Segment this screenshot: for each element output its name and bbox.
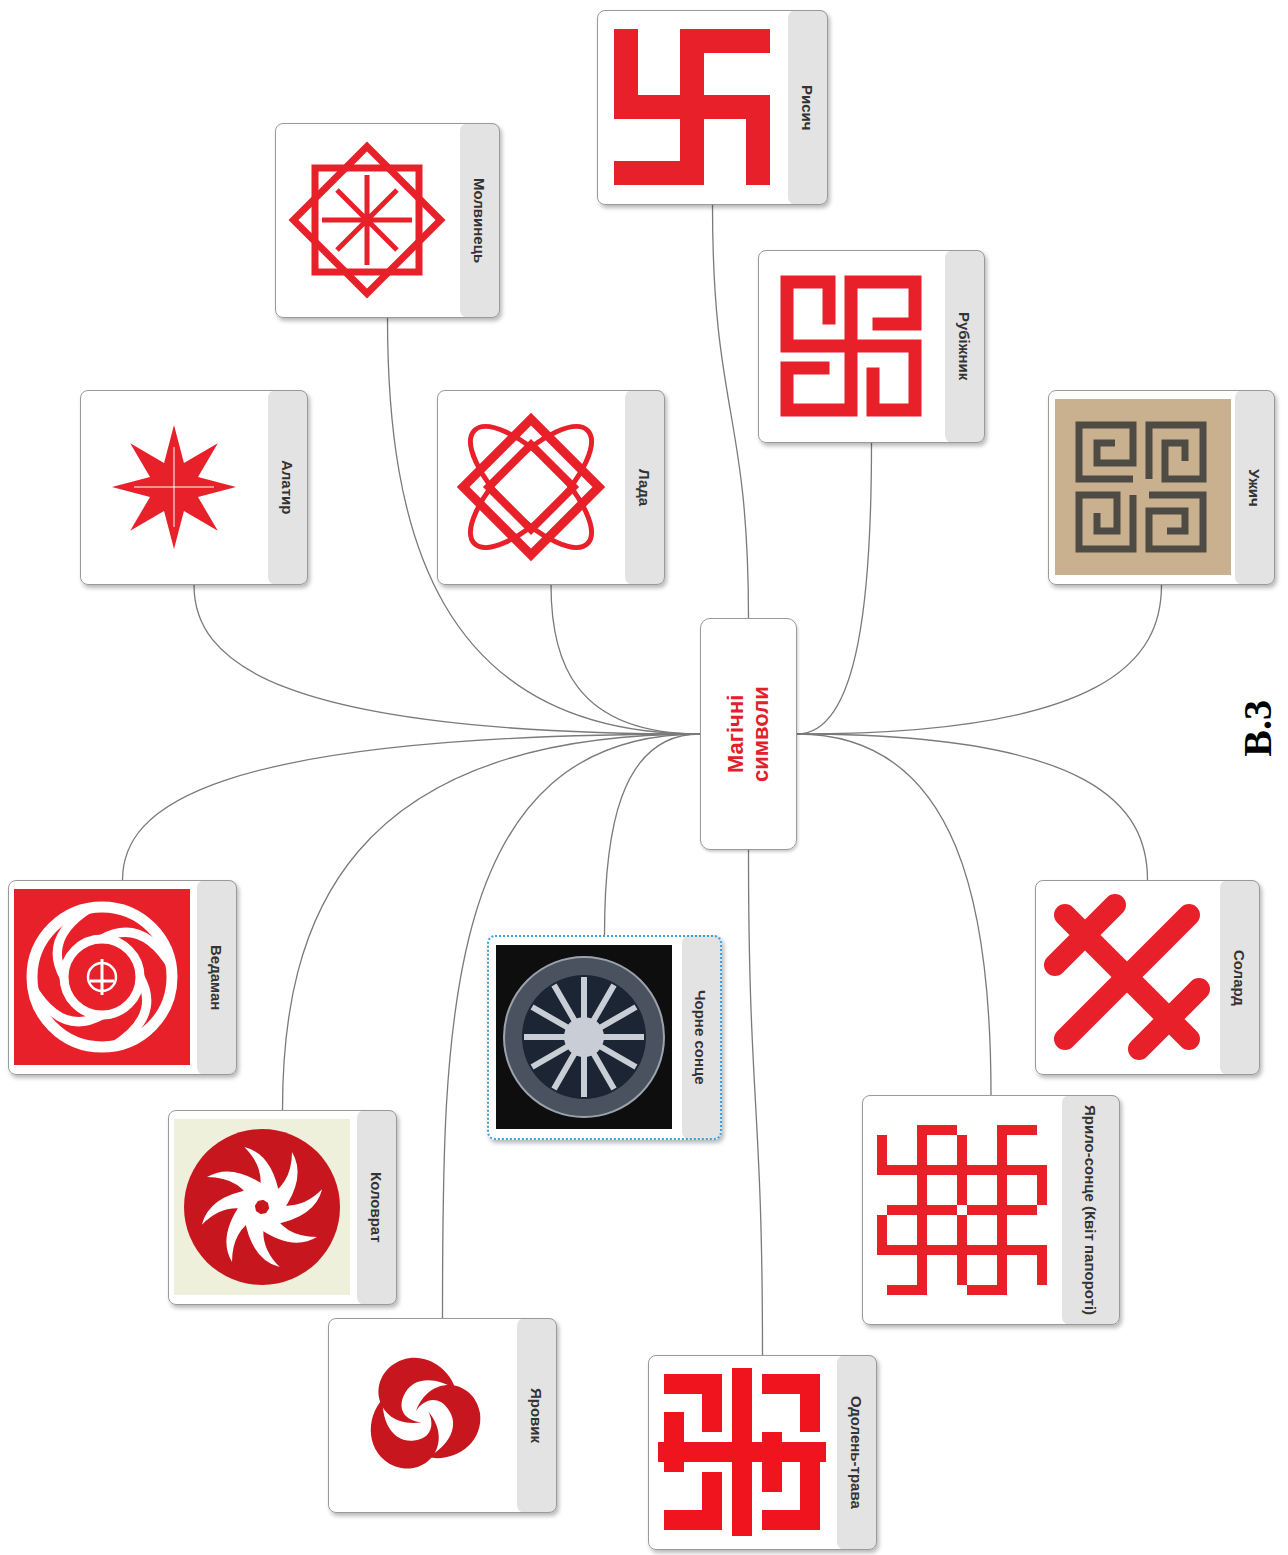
- card-label-strip: Молвинець: [459, 124, 499, 317]
- symbol-name: Ярило-сонце (Квіт папороті): [1081, 1105, 1099, 1315]
- symbol-name: Алатир: [278, 460, 296, 514]
- central-topic-text: Магічні символи: [723, 669, 774, 799]
- card-label-strip: Солард: [1219, 881, 1259, 1074]
- card-grounds: [8, 10, 1275, 1550]
- card-label-strip: Рубіжник: [944, 251, 984, 442]
- symbol-name: Молвинець: [470, 178, 488, 263]
- symbol-name: Солард: [1230, 950, 1248, 1006]
- symbol-card: Солард: [1035, 880, 1260, 1075]
- symbol-card: Ужич: [1048, 390, 1275, 585]
- card-label-strip: Ярило-сонце (Квіт папороті): [1061, 1096, 1119, 1324]
- symbol-name: Коловрат: [367, 1172, 385, 1243]
- central-topic-box: Магічні символи: [700, 618, 797, 850]
- symbol-card: Лада: [437, 390, 665, 585]
- card-label-strip: Ведаман: [196, 881, 236, 1074]
- rysych-symbol: [626, 41, 758, 173]
- symbol-name: Одолень-трава: [847, 1396, 865, 1509]
- card-label-strip: Коловрат: [356, 1111, 396, 1304]
- alatyr-symbol: [112, 425, 236, 549]
- branch-connector: [194, 585, 700, 734]
- symbol-card: Молвинець: [275, 123, 500, 318]
- yarovyk-symbol: [355, 1343, 480, 1481]
- symbol-card: Коловрат: [168, 1110, 397, 1305]
- symbol-name: Рубіжник: [955, 312, 973, 380]
- yarylo-sonce-symbol: [882, 1130, 1042, 1290]
- card-label-strip: Яровик: [516, 1319, 556, 1512]
- symbol-card: Чорне сонце: [487, 935, 722, 1140]
- branch-connector: [797, 443, 872, 734]
- branch-connector: [551, 585, 700, 734]
- branch-connector: [388, 318, 701, 734]
- solard-symbol: [1055, 905, 1199, 1049]
- vedaman-symbol: [14, 889, 190, 1065]
- symbol-card: Ведаман: [8, 880, 237, 1075]
- molvynets-symbol: [293, 146, 440, 293]
- symbol-card: Рубіжник: [758, 250, 985, 443]
- card-label-strip: Лада: [624, 391, 664, 584]
- black-sun-symbol: [496, 945, 672, 1129]
- symbol-name: Лада: [635, 469, 653, 506]
- card-label-strip: Алатир: [267, 391, 307, 584]
- branch-connector: [605, 734, 701, 935]
- card-label-strip: Одолень-трава: [836, 1356, 876, 1549]
- symbol-name: Ужич: [1245, 469, 1263, 507]
- branch-connector: [123, 734, 701, 880]
- card-label-strip: Ужич: [1234, 391, 1274, 584]
- symbol-card: Яровик: [328, 1318, 557, 1513]
- symbol-card: Одолень-трава: [648, 1355, 877, 1550]
- uzhych-symbol: [1055, 399, 1231, 575]
- branch-connector: [797, 585, 1162, 734]
- odolen-trava-symbol: [668, 1378, 816, 1526]
- kolovrat-symbol: [174, 1119, 350, 1295]
- symbol-name: Яровик: [527, 1388, 545, 1443]
- symbol-name: Чорне сонце: [691, 990, 709, 1085]
- lada-symbol: [453, 409, 609, 565]
- branch-connector: [713, 205, 749, 618]
- branch-connector: [797, 734, 991, 1095]
- branch-connector: [749, 850, 763, 1355]
- figure-number: В.3: [1234, 700, 1281, 757]
- card-label-strip: Чорне сонце: [680, 937, 720, 1138]
- branch-connector: [443, 734, 701, 1318]
- symbol-card: Рисич: [597, 10, 828, 205]
- card-label-strip: Рисич: [787, 11, 827, 204]
- symbol-card: Алатир: [80, 390, 308, 585]
- symbol-card: Ярило-сонце (Квіт папороті): [862, 1095, 1120, 1325]
- symbol-name: Ведаман: [207, 945, 225, 1010]
- branch-connector: [797, 734, 1148, 880]
- rubizhnyk-symbol: [787, 282, 915, 410]
- symbol-name: Рисич: [798, 85, 816, 131]
